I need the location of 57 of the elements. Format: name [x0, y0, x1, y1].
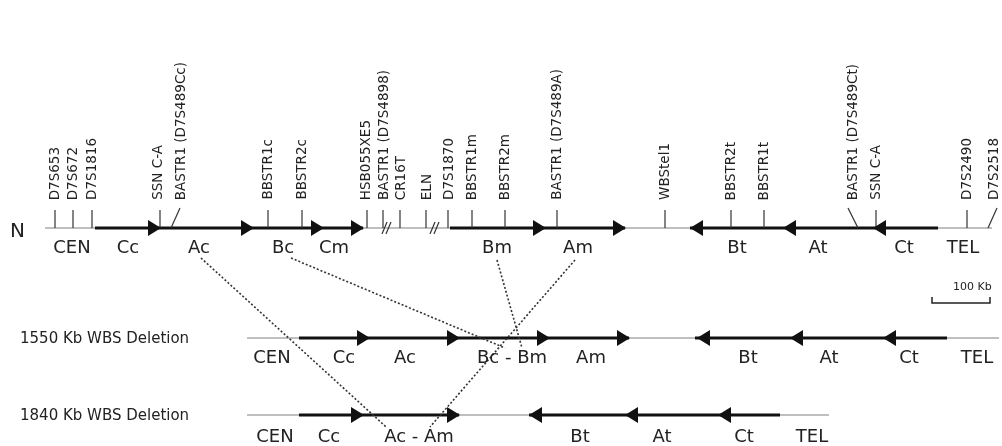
- segment-label: Bc - Bm: [476, 348, 548, 366]
- segment-label: At: [819, 348, 839, 366]
- track-label: 1840 Kb WBS Deletion: [20, 408, 190, 423]
- segment-label: TEL: [946, 238, 980, 256]
- marker-label: D7S2518: [987, 138, 1001, 200]
- segment-label: Bt: [570, 427, 590, 445]
- marker-label: BBSTR1m: [465, 134, 479, 201]
- marker-label: BBSTR2t: [724, 142, 738, 201]
- segment-label: Am: [563, 238, 593, 256]
- segment-label: Cm: [318, 238, 350, 256]
- segment-label: Ct: [894, 238, 914, 256]
- marker-label: BBSTR1c: [261, 139, 275, 200]
- marker-label: D7S672: [66, 147, 80, 201]
- marker-label: BASTR1 (D7S489Cc): [174, 62, 188, 201]
- dotted-line: [429, 259, 576, 428]
- segment-label: Am: [576, 348, 606, 366]
- segment-label: Ac - Am: [384, 427, 454, 445]
- marker-label: BASTR1 (D7S4898): [377, 70, 391, 201]
- marker-label: D7S2490: [960, 138, 974, 200]
- segment-label: CEN: [53, 238, 91, 256]
- segment-label: Ct: [899, 348, 919, 366]
- marker-label: BBSTR1t: [757, 142, 771, 201]
- marker-label: BASTR1 (D7S489A): [550, 69, 564, 200]
- segment-label: CEN: [256, 427, 294, 445]
- marker-label: CR16T: [394, 156, 408, 201]
- dotted-line: [290, 257, 506, 349]
- marker-label: D7S1816: [85, 138, 99, 200]
- segment-label: At: [652, 427, 672, 445]
- track-label: 1550 Kb WBS Deletion: [20, 331, 190, 346]
- strand-label: N: [10, 220, 25, 240]
- segment-label: Bt: [727, 238, 747, 256]
- marker-label: HSB055XE5: [359, 120, 373, 201]
- segment-label: Bc: [271, 238, 295, 256]
- marker-label: BBSTR2m: [498, 134, 512, 201]
- scale-label: 100 Kb: [953, 281, 992, 292]
- segment-label: Cc: [116, 238, 140, 256]
- segment-label: Ct: [734, 427, 754, 445]
- marker-label: BASTR1 (D7S489Ct): [846, 64, 860, 201]
- marker-label: WBStel1: [658, 143, 672, 200]
- segment-label: Cc: [317, 427, 341, 445]
- segment-label: Ac: [188, 238, 210, 256]
- marker-label: SSN C-A: [151, 145, 165, 200]
- segment-label: TEL: [795, 427, 829, 445]
- marker-label: ELN: [420, 174, 434, 201]
- dotted-line: [200, 257, 387, 428]
- segment-label: TEL: [960, 348, 994, 366]
- marker-label: D7S653: [48, 147, 62, 201]
- marker-label: BBSTR2c: [295, 139, 309, 200]
- segment-label: Bt: [738, 348, 758, 366]
- segment-label: Ac: [394, 348, 416, 366]
- segment-label: Bm: [482, 238, 512, 256]
- segment-label: CEN: [253, 348, 291, 366]
- marker-label: D7S1870: [442, 138, 456, 200]
- segment-label: At: [808, 238, 828, 256]
- dotted-line: [496, 259, 523, 349]
- marker-label: SSN C-A: [869, 145, 883, 200]
- segment-label: Cc: [332, 348, 356, 366]
